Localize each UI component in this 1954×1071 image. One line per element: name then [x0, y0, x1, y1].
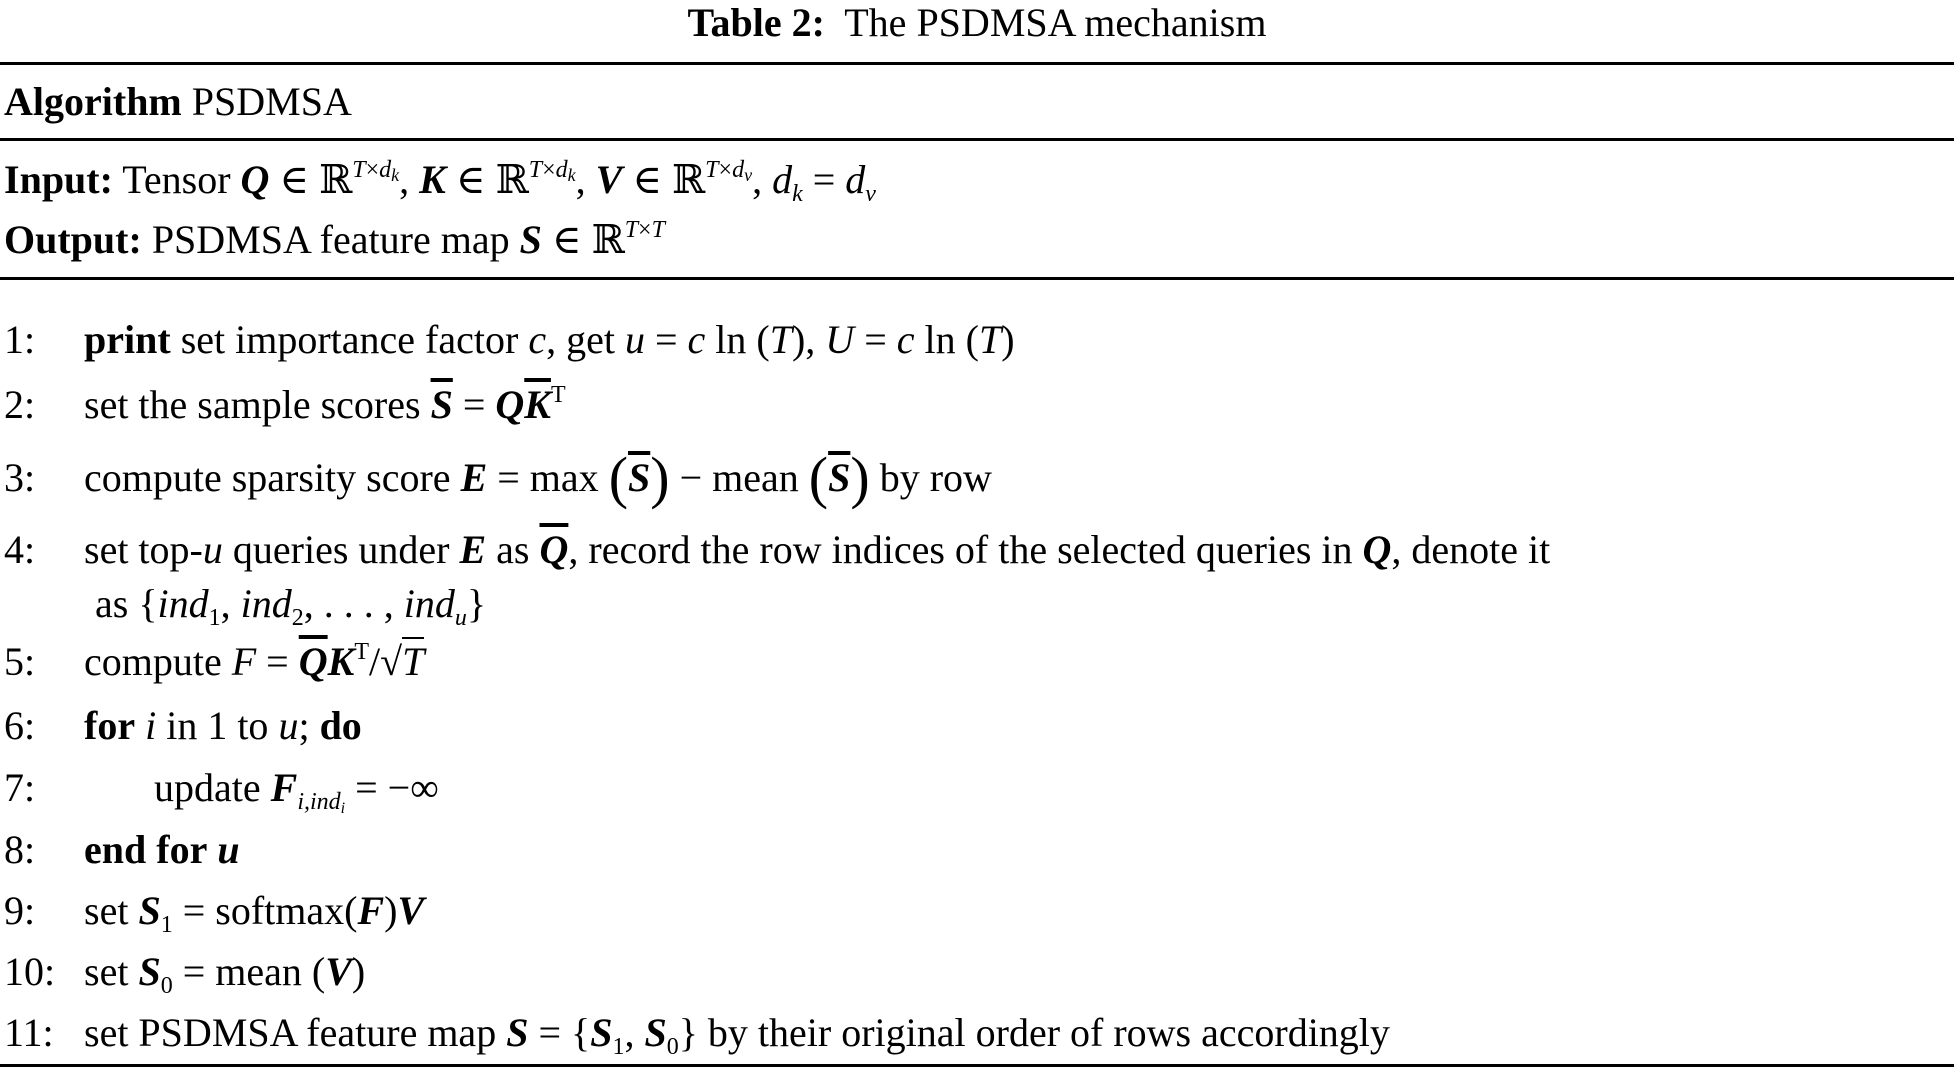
step-number: 1:: [4, 317, 36, 362]
step-number: 7:: [4, 765, 36, 810]
step-math: S = QKT: [430, 382, 566, 427]
step-text: update: [154, 765, 261, 810]
caption-title: The PSDMSA mechanism: [844, 0, 1267, 45]
step-1: 1: print set importance factor c, get u =…: [4, 316, 1015, 364]
input-label: Input:: [4, 157, 113, 202]
step-10: 10: set S0 = mean (V): [4, 948, 366, 999]
step-keyword: end for: [84, 827, 208, 872]
algorithm-name: PSDMSA: [191, 79, 352, 124]
step-math: E = max (S) − mean (S) by row: [460, 445, 992, 510]
step-3: 3: compute sparsity score E = max (S) − m…: [4, 445, 992, 510]
step-math: c, get u = c ln (T), U = c ln (T): [528, 317, 1015, 362]
step-math: Fi,indi = −∞: [270, 765, 439, 817]
output-math: S ∈ ℝT×T: [519, 217, 665, 262]
step-7: 7: update Fi,indi = −∞: [4, 764, 439, 817]
caption-label: Table 2:: [687, 0, 825, 45]
header-rule: [0, 138, 1954, 141]
bottom-rule: [0, 1064, 1954, 1067]
step-text-5: , denote it: [1391, 527, 1551, 572]
step-math: S = {S1, S0}: [506, 1010, 698, 1060]
input-line: Input: Tensor Q ∈ ℝT×dk, K ∈ ℝT×dk, V ∈ …: [4, 156, 876, 207]
table-caption: Table 2: The PSDMSA mechanism: [0, 0, 1954, 48]
step-text-3: as: [496, 527, 530, 572]
step-number: 10:: [4, 949, 56, 994]
step-text: set: [84, 949, 129, 994]
step-number: 6:: [4, 703, 36, 748]
input-math: Q ∈ ℝT×dk, K ∈ ℝT×dk, V ∈ ℝT×dv, dk = dv: [240, 157, 876, 207]
step-cont-text: as: [95, 581, 129, 626]
step-8: 8:end for u: [4, 827, 240, 872]
step-math: F = QKT/√T: [231, 637, 425, 684]
step-number: 11:: [4, 1010, 54, 1055]
step-text-2: queries under: [232, 527, 450, 572]
output-line: Output: PSDMSA feature map S ∈ ℝT×T: [4, 216, 665, 264]
step-2: 2: set the sample scores S = QKT: [4, 381, 566, 429]
step-number: 3:: [4, 455, 36, 500]
output-label: Output:: [4, 217, 142, 262]
step-text: in 1 to: [166, 703, 269, 748]
step-math: S1 = softmax(F)V: [138, 888, 425, 938]
step-number: 5:: [4, 639, 36, 684]
step-number: 8:: [4, 827, 36, 872]
step-text-4: , record the row indices of the selected…: [568, 527, 1353, 572]
top-rule: [0, 62, 1954, 65]
input-text: Tensor: [122, 157, 231, 202]
step-text: set top-: [84, 527, 203, 572]
step-keyword: print: [84, 317, 171, 362]
output-text: PSDMSA feature map: [151, 217, 510, 262]
step-6: 6:for i in 1 to u; do: [4, 703, 362, 748]
step-text: set importance factor: [180, 317, 519, 362]
step-11: 11: set PSDMSA feature map S = {S1, S0} b…: [4, 1009, 1390, 1060]
algorithm-keyword: Algorithm: [4, 79, 182, 124]
step-math: S0 = mean (V): [138, 949, 366, 999]
step-text: compute sparsity score: [84, 455, 451, 500]
step-text: set the sample scores: [84, 382, 421, 427]
step-text: set: [84, 888, 129, 933]
step-keyword-2: do: [319, 703, 362, 748]
step-9: 9: set S1 = softmax(F)V: [4, 887, 425, 938]
step-number: 4:: [4, 527, 36, 572]
step-number: 9:: [4, 888, 36, 933]
step-keyword: for: [84, 703, 136, 748]
step-4-continuation: as {ind1, ind2, . . . , indu}: [95, 581, 487, 631]
step-4: 4:set top-u queries under E as Q, record…: [4, 527, 1551, 572]
step-text: set PSDMSA feature map: [84, 1010, 497, 1055]
algorithm-header: Algorithm PSDMSA: [4, 78, 352, 126]
step-text-2: by their original order of rows accordin…: [707, 1010, 1390, 1055]
step-5: 5: compute F = QKT/√T: [4, 637, 425, 686]
step-text: compute: [84, 639, 222, 684]
io-rule: [0, 277, 1954, 280]
step-number: 2:: [4, 382, 36, 427]
